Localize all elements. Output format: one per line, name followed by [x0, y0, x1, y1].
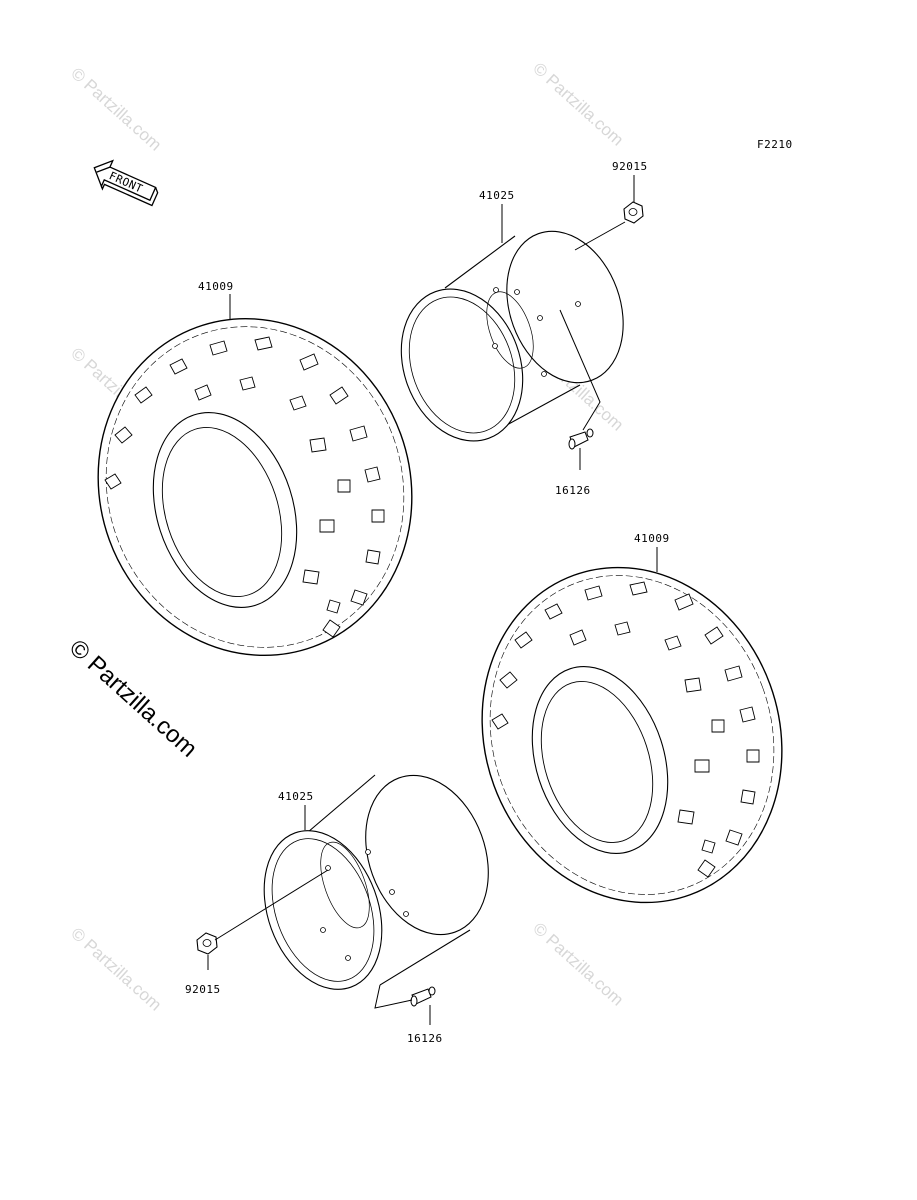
- valve-lower: [410, 986, 436, 1007]
- tire-lower: [481, 566, 783, 904]
- wheel-upper: [400, 230, 624, 442]
- lug-holes: [320, 849, 409, 961]
- valve-upper: [568, 428, 594, 450]
- part-number-tire-lower: 41009: [634, 532, 670, 545]
- nut-upper: [623, 201, 644, 224]
- nut-lower: [196, 932, 218, 955]
- watermark: © Partzilla.com: [67, 924, 165, 1015]
- lug-holes: [492, 287, 581, 377]
- watermark-main: © Partzilla.com: [64, 634, 202, 762]
- front-arrow-icon: FRONT: [93, 159, 159, 207]
- leader-lines: [207, 175, 658, 1025]
- part-number-valve-lower: 16126: [407, 1032, 443, 1045]
- part-number-nut-upper: 92015: [612, 160, 648, 173]
- part-number-tire-upper: 41009: [198, 280, 234, 293]
- watermark: © Partzilla.com: [529, 919, 627, 1010]
- diagram-code: F2210: [757, 138, 793, 151]
- tire-upper: [97, 317, 413, 657]
- front-label: FRONT: [107, 169, 145, 195]
- part-number-valve-upper: 16126: [555, 484, 591, 497]
- watermark: © Partzilla.com: [529, 59, 627, 150]
- watermark: © Partzilla.com: [67, 64, 165, 155]
- wheel-lower: [263, 774, 489, 990]
- part-number-wheel-lower: 41025: [278, 790, 314, 803]
- part-number-wheel-upper: 41025: [479, 189, 515, 202]
- tread-blocks: [104, 336, 385, 638]
- part-number-nut-lower: 92015: [185, 983, 221, 996]
- tread-blocks: [491, 581, 760, 878]
